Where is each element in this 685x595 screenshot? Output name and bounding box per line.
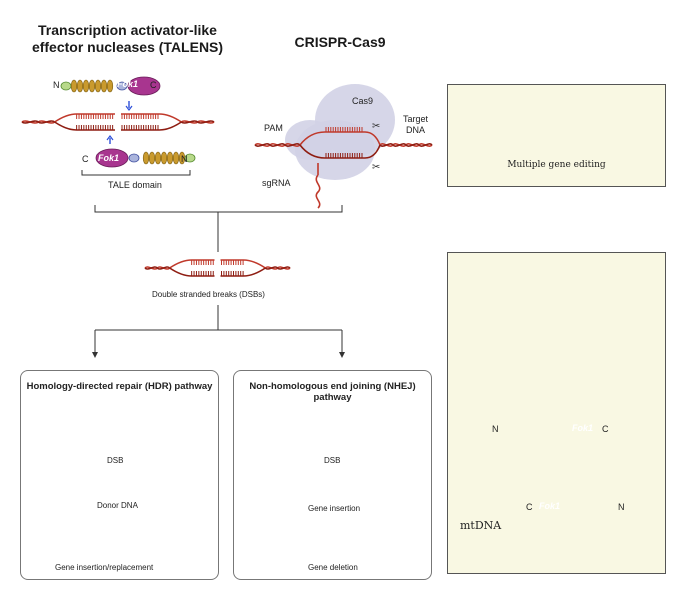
mtdna-label: mtDNA bbox=[460, 519, 502, 532]
nhej-insertion-label: Gene insertion bbox=[308, 504, 361, 513]
talen-bottom-tale-repeat bbox=[160, 151, 168, 165]
arrow-to-nhej-icon bbox=[339, 352, 345, 358]
talen-top-nterm-domain bbox=[60, 81, 72, 91]
talens-title-line1: Transcription activator-like bbox=[38, 22, 217, 38]
mito-n-bottom-label: N bbox=[618, 502, 625, 512]
talens-dna-bot-right bbox=[121, 121, 182, 131]
talen-bottom-fok1-label: Fok1 bbox=[98, 153, 120, 163]
crispr-title: CRISPR-Cas9 bbox=[294, 34, 386, 50]
top-connector-bracket bbox=[94, 205, 343, 213]
talens-dna-ticks-tr bbox=[121, 114, 159, 119]
dsb-dna-ticks-bl bbox=[191, 271, 214, 276]
crispr-ticks-top bbox=[325, 127, 363, 132]
talen-bottom-tale-repeat bbox=[172, 151, 180, 165]
talen-bottom-n-label: N bbox=[181, 154, 188, 164]
talen-bottom-c-label: C bbox=[82, 154, 89, 164]
dsb-dna-left-helix-strand-b bbox=[144, 266, 171, 270]
talen-top-linker-domain bbox=[116, 81, 128, 91]
hdr-donor-label: Donor DNA bbox=[97, 501, 138, 510]
talens-dna-top-right bbox=[121, 113, 182, 123]
multiplex-panel: Multiple gene editing bbox=[447, 84, 666, 187]
talen-top-tale-repeat bbox=[88, 79, 96, 93]
talens-dna-top-left bbox=[54, 113, 115, 123]
pam-label: PAM bbox=[264, 123, 283, 133]
dsb-dna-ticks-tl bbox=[191, 260, 214, 265]
mito-n-label: N bbox=[492, 424, 499, 434]
sgrna-label: sgRNA bbox=[262, 178, 291, 188]
mito-fok1-bottom-label: Fok1 bbox=[539, 501, 561, 511]
nhej-dsb-label: DSB bbox=[324, 456, 341, 465]
talen-bottom-tale-repeat bbox=[166, 151, 174, 165]
talen-bottom-tale-repeat bbox=[148, 151, 156, 165]
hdr-result-label: Gene insertion/replacement bbox=[55, 563, 154, 572]
talen-top-c-label: C bbox=[150, 80, 157, 90]
talens-dna-ticks-bl bbox=[76, 125, 114, 130]
hdr-dsb-label: DSB bbox=[107, 456, 124, 465]
sgrna-strand bbox=[315, 163, 321, 209]
talen-bottom-tale-repeat bbox=[142, 151, 150, 165]
talens-title: Transcription activator-like effector nu… bbox=[20, 22, 235, 56]
dsb-dna-right-helix-strand-b bbox=[264, 266, 291, 270]
talen-top-tale-repeat bbox=[100, 79, 108, 93]
talen-top-tale-repeat bbox=[106, 79, 114, 93]
multiplex-label: Multiple gene editing bbox=[507, 160, 606, 170]
talen-top-fok1-label: Fok1 bbox=[117, 79, 139, 89]
talens-dna-left-helix-strand-b bbox=[21, 120, 56, 124]
mito-c-label: C bbox=[602, 424, 609, 434]
nhej-title: Non-homologous end joining (NHEJ) pathwa… bbox=[249, 381, 416, 403]
hdr-title: Homology-directed repair (HDR) pathway bbox=[26, 381, 213, 392]
crispr-left-helix-strand-b bbox=[254, 143, 301, 147]
crispr-ticks-bottom bbox=[325, 153, 363, 158]
tale-domain-label: TALE domain bbox=[108, 180, 162, 190]
talen-top-tale-repeat bbox=[94, 79, 102, 93]
tale-domain-bracket bbox=[81, 170, 191, 176]
talen-top-n-label: N bbox=[53, 80, 60, 90]
cas9-lobe-left bbox=[285, 120, 335, 160]
talens-dna-ticks-tl bbox=[76, 114, 114, 119]
talen-bottom-linker-domain bbox=[128, 153, 140, 163]
scissors-bottom-icon: ✂ bbox=[372, 162, 380, 173]
talens-dna-ticks-br bbox=[121, 125, 159, 130]
talen-top-tale-repeat bbox=[70, 79, 78, 93]
talen-bottom-fok1-domain bbox=[95, 148, 129, 168]
talen-top-tale-repeat bbox=[76, 79, 84, 93]
talen-top-tale-repeat bbox=[82, 79, 90, 93]
talen-bottom-tale-repeat bbox=[154, 151, 162, 165]
dsb-label: Double stranded breaks (DSBs) bbox=[152, 290, 265, 299]
mito-fok1-top-label: Fok1 bbox=[572, 423, 594, 433]
cas9-label: Cas9 bbox=[352, 96, 374, 106]
hdr-box: Homology-directed repair (HDR) pathway D… bbox=[20, 370, 219, 580]
talen-top-fok1-domain bbox=[127, 76, 161, 96]
crispr-right-helix-strand-b bbox=[379, 143, 433, 147]
dsb-dna-ticks-tr bbox=[221, 260, 244, 265]
target-dna-label: Target DNA bbox=[403, 114, 429, 135]
talens-dna-bot-left bbox=[54, 121, 115, 131]
talen-top-arrowhead bbox=[125, 105, 133, 111]
split-connector bbox=[94, 305, 343, 355]
scissors-top-icon: ✂ bbox=[372, 121, 380, 132]
nhej-deletion-label: Gene deletion bbox=[308, 563, 358, 572]
talen-bottom-tale-repeat bbox=[178, 151, 186, 165]
talens-title-line2: effector nucleases (TALENS) bbox=[31, 39, 224, 55]
talen-bottom-arrowhead bbox=[106, 135, 114, 141]
talens-dna-right-helix-strand-b bbox=[180, 120, 215, 124]
mito-c-bottom-label: C bbox=[526, 502, 533, 512]
dsb-dna-ticks-br bbox=[221, 271, 244, 276]
mito-panel: N C Fok1 C N Fok1 mtDNA bbox=[447, 252, 666, 574]
arrow-to-hdr-icon bbox=[92, 352, 98, 358]
nhej-box: Non-homologous end joining (NHEJ) pathwa… bbox=[233, 370, 432, 580]
